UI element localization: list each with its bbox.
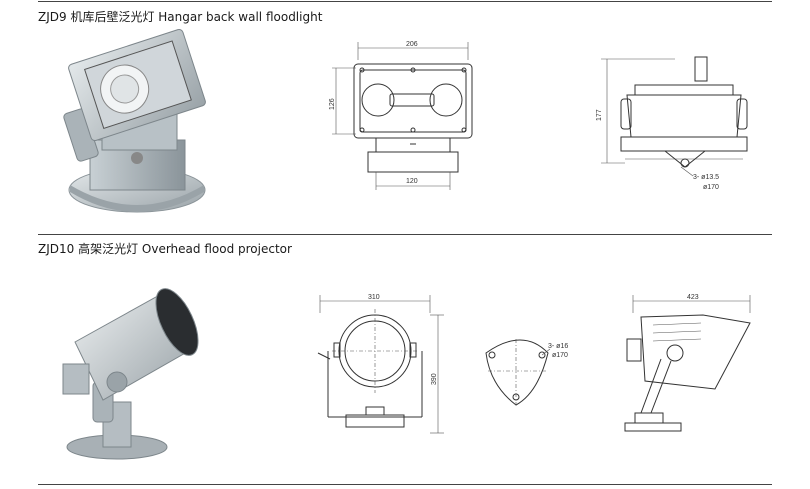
zjd9-side-view-drawing: 177 3- ø13.5 ø170 — [596, 56, 748, 191]
middle-rule — [38, 234, 772, 235]
zjd10-circle-dim: ø170 — [552, 352, 568, 359]
zjd10-hole-dim: 3- ø16 — [548, 343, 568, 350]
zjd9-base-dim: 120 — [406, 178, 418, 185]
zjd9-side-height-dim: 177 — [596, 109, 603, 121]
zjd10-product-photo — [62, 288, 199, 460]
zjd9-product-photo — [63, 28, 206, 213]
zjd10-width-dim: 310 — [368, 294, 380, 301]
zjd10-front-view-drawing: 310 390 — [317, 294, 444, 434]
zjd9-height-dim: 126 — [329, 98, 336, 110]
bottom-rule — [38, 484, 772, 485]
zjd10-height-dim: 390 — [431, 373, 438, 385]
zjd10-base-view-drawing: 3- ø16 ø170 — [485, 339, 568, 406]
zjd9-hole-dim: 3- ø13.5 — [693, 174, 719, 181]
top-rule — [38, 1, 772, 2]
section-title-zjd9: ZJD9 机库后壁泛光灯 Hangar back wall floodlight — [38, 10, 323, 24]
zjd10-side-width-dim: 423 — [687, 294, 699, 301]
zjd9-front-view-drawing: 206 126 120 — [329, 41, 473, 190]
section-title-zjd10: ZJD10 高架泛光灯 Overhead flood projector — [38, 242, 292, 256]
zjd9-width-dim: 206 — [406, 41, 418, 48]
zjd10-side-view-drawing: 423 — [624, 294, 751, 432]
zjd9-circle-dim: ø170 — [703, 184, 719, 191]
